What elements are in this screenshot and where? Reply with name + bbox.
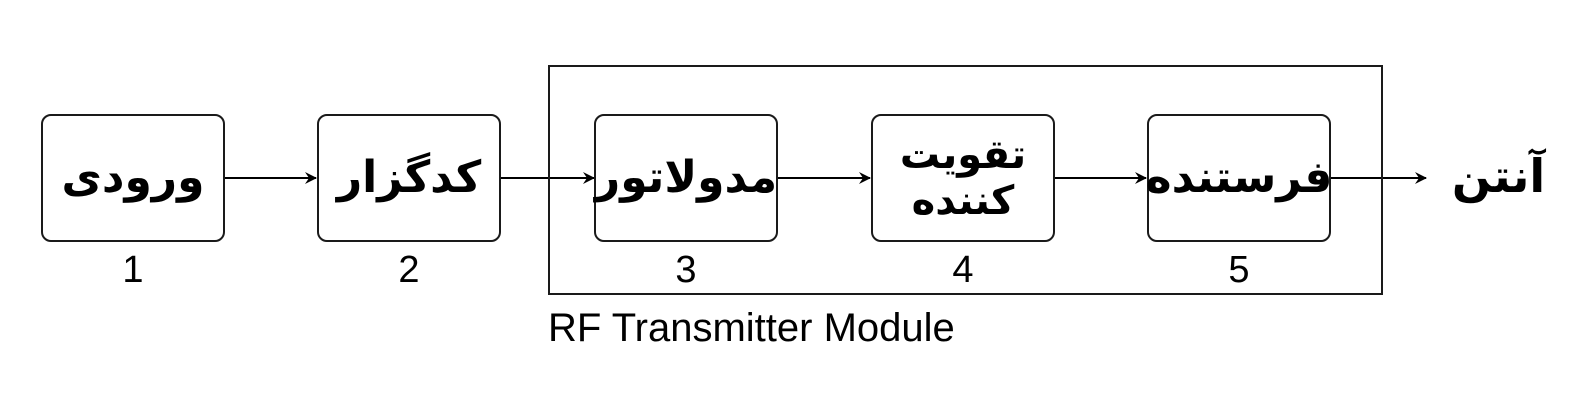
block-encoder[interactable]: کدگزار <box>317 114 501 242</box>
block-transmitter[interactable]: فرستنده <box>1145 114 1333 242</box>
block-transmitter-label: فرستنده <box>1145 152 1333 203</box>
block-amplifier-number: 4 <box>952 249 974 291</box>
block-amplifier-label-line2: کننده <box>911 178 1015 224</box>
block-modulator-label: مدولاتور <box>594 152 778 203</box>
rf-module-frame <box>548 65 1383 295</box>
antenna-label: آنتن <box>1451 149 1546 203</box>
block-encoder-number: 2 <box>398 249 420 291</box>
block-input[interactable]: ورودی <box>41 114 225 242</box>
block-transmitter-number: 5 <box>1228 249 1250 291</box>
block-input-number: 1 <box>122 249 144 291</box>
rf-module-label: RF Transmitter Module <box>548 306 955 350</box>
block-input-label: ورودی <box>61 152 205 203</box>
block-amplifier-label-line1: تقویت <box>899 132 1027 178</box>
block-encoder-label: کدگزار <box>336 152 482 203</box>
block-modulator-number: 3 <box>675 249 697 291</box>
block-amplifier[interactable]: تقویت کننده <box>871 114 1055 242</box>
block-modulator[interactable]: مدولاتور <box>594 114 778 242</box>
